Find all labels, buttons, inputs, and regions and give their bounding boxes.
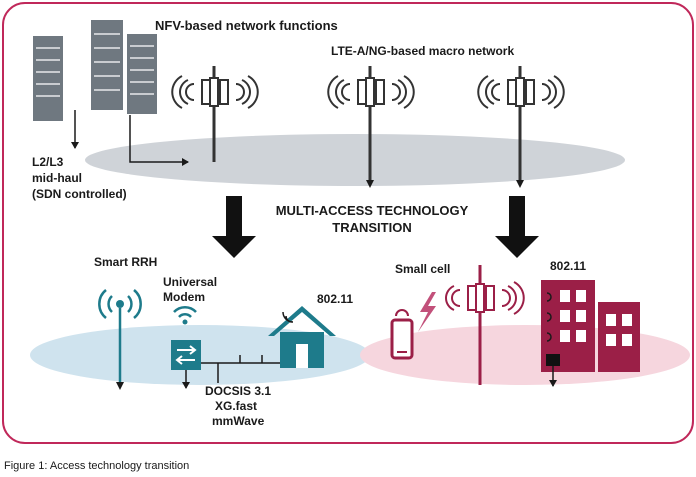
universal-modem-label-1: Universal (163, 275, 217, 289)
macro-network-ellipse (85, 134, 625, 186)
smart-rrh-antenna-icon (98, 289, 142, 390)
wifi-label-left: 802.11 (317, 292, 353, 306)
docsis-label-1: DOCSIS 3.1 (205, 384, 271, 398)
universal-modem-icon (171, 340, 201, 370)
wifi-icon (173, 305, 197, 325)
midhaul-label-3: (SDN controlled) (32, 187, 127, 201)
macro-tower-icon (477, 66, 565, 188)
smart-rrh-label: Smart RRH (94, 255, 157, 269)
transition-title-2: TRANSITION (332, 220, 411, 235)
transition-arrow-right-icon (495, 196, 539, 258)
lte-label: LTE-A/NG-based macro network (331, 44, 514, 58)
mobile-phone-icon (390, 309, 414, 360)
docsis-label-2: XG.fast (215, 399, 257, 413)
nfv-label: NFV-based network functions (155, 18, 338, 33)
transition-title-1: MULTI-ACCESS TECHNOLOGY (276, 203, 469, 218)
server-to-tower-link (129, 115, 189, 166)
nfv-server-rack-icon (33, 20, 157, 121)
figure-caption: Figure 1: Access technology transition (4, 460, 189, 472)
small-cell-label: Small cell (395, 262, 450, 276)
midhaul-label-1: L2/L3 (32, 155, 64, 169)
transition-arrow-left-icon (212, 196, 256, 258)
docsis-label-3: mmWave (212, 414, 265, 428)
wifi-label-right: 802.11 (550, 259, 586, 273)
lightning-icon (418, 292, 436, 332)
midhaul-label-2: mid-haul (32, 171, 82, 185)
macro-tower-icon (171, 66, 259, 162)
macro-tower-icon (327, 66, 415, 188)
small-cell-tower-icon (445, 265, 525, 385)
universal-modem-label-2: Modem (163, 290, 205, 304)
office-building-icon (541, 280, 640, 372)
home-icon (268, 306, 336, 368)
